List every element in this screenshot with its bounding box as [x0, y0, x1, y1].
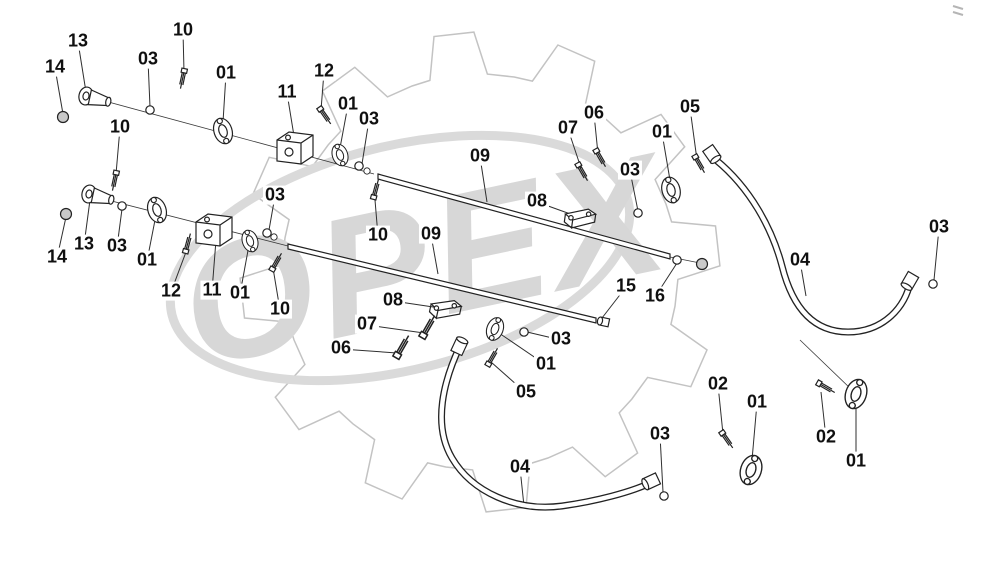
part-label-01: 01: [227, 282, 253, 303]
bolt: [815, 379, 837, 396]
part-label-13: 13: [65, 30, 91, 51]
hydraulic-hose-core: [713, 157, 913, 335]
part-label-14: 14: [44, 246, 70, 267]
bolt: [718, 429, 736, 451]
lower-pipe-assembly: [59, 169, 709, 328]
split-flange: [840, 375, 872, 413]
part-label-04: 04: [507, 456, 533, 477]
part-label-04: 04: [787, 249, 813, 270]
junction-block: [276, 131, 314, 165]
o-ring: [363, 167, 371, 175]
junction-block: [195, 213, 233, 247]
part-label-07: 07: [555, 117, 581, 138]
part-label-10: 10: [107, 116, 133, 137]
part-label-01: 01: [843, 450, 869, 471]
part-label-05: 05: [677, 96, 703, 117]
o-ring: [519, 327, 529, 337]
part-label-01: 01: [533, 353, 559, 374]
background-watermark: OPEX: [165, 5, 964, 513]
part-label-15: 15: [613, 275, 639, 296]
part-label-11: 11: [200, 279, 224, 300]
o-ring: [354, 161, 364, 171]
part-label-03: 03: [647, 423, 673, 444]
o-ring: [145, 105, 155, 115]
gear-outline: [239, 31, 721, 513]
hose-fitting: [899, 270, 920, 293]
part-label-08: 08: [380, 289, 406, 310]
plug-ball: [695, 257, 709, 271]
part-label-01: 01: [744, 391, 770, 412]
watermark-text: OPEX: [165, 116, 687, 403]
part-label-01: 01: [335, 93, 361, 114]
hydraulic-hose: [712, 156, 914, 336]
bottom-hose-assembly: [438, 334, 669, 511]
part-label-03: 03: [926, 216, 952, 237]
o-ring: [270, 233, 278, 241]
bolt: [109, 169, 121, 192]
o-ring: [659, 491, 669, 501]
part-label-07: 07: [354, 313, 380, 334]
bolt: [691, 153, 708, 175]
flange-link-line: [799, 339, 853, 391]
part-label-10: 10: [170, 19, 196, 40]
split-flange: [735, 451, 767, 489]
o-ring: [928, 279, 938, 289]
corner-mark: [952, 5, 964, 16]
part-label-01: 01: [213, 62, 239, 83]
part-label-13: 13: [71, 233, 97, 254]
part-label-08: 08: [524, 190, 550, 211]
part-label-10: 10: [267, 298, 293, 319]
right-hose-assembly: [702, 143, 938, 336]
part-label-03: 03: [617, 159, 643, 180]
part-label-03: 03: [135, 48, 161, 69]
part-label-05: 05: [513, 381, 539, 402]
part-label-09: 09: [418, 223, 444, 244]
bottom-right-flanges: [718, 375, 872, 489]
plug-ball: [56, 110, 70, 124]
elbow-fitting: [76, 85, 114, 111]
pipe-cap: [596, 315, 611, 328]
part-label-12: 12: [158, 280, 184, 301]
part-label-06: 06: [581, 102, 607, 123]
part-label-03: 03: [548, 328, 574, 349]
split-flange: [209, 115, 237, 147]
hydraulic-hose-core: [439, 343, 651, 510]
part-label-03: 03: [262, 184, 288, 205]
part-label-03: 03: [356, 108, 382, 129]
part-label-09: 09: [467, 145, 493, 166]
part-label-12: 12: [311, 60, 337, 81]
part-label-03: 03: [104, 235, 130, 256]
o-ring: [633, 208, 643, 218]
part-label-02: 02: [813, 426, 839, 447]
steel-pipe: [287, 243, 597, 324]
bolt: [177, 67, 189, 90]
part-label-01: 01: [649, 121, 675, 142]
watermark-ellipse: [165, 130, 635, 386]
o-ring: [672, 255, 682, 265]
elbow-fitting: [79, 183, 117, 209]
part-label-01: 01: [134, 249, 160, 270]
plug-ball: [59, 207, 73, 221]
artwork: [56, 67, 938, 511]
part-label-06: 06: [328, 337, 354, 358]
part-label-02: 02: [705, 373, 731, 394]
part-label-14: 14: [42, 56, 68, 77]
o-ring: [117, 201, 127, 211]
part-label-11: 11: [275, 81, 299, 102]
part-label-10: 10: [365, 224, 391, 245]
o-ring: [262, 228, 272, 238]
part-label-16: 16: [642, 285, 668, 306]
